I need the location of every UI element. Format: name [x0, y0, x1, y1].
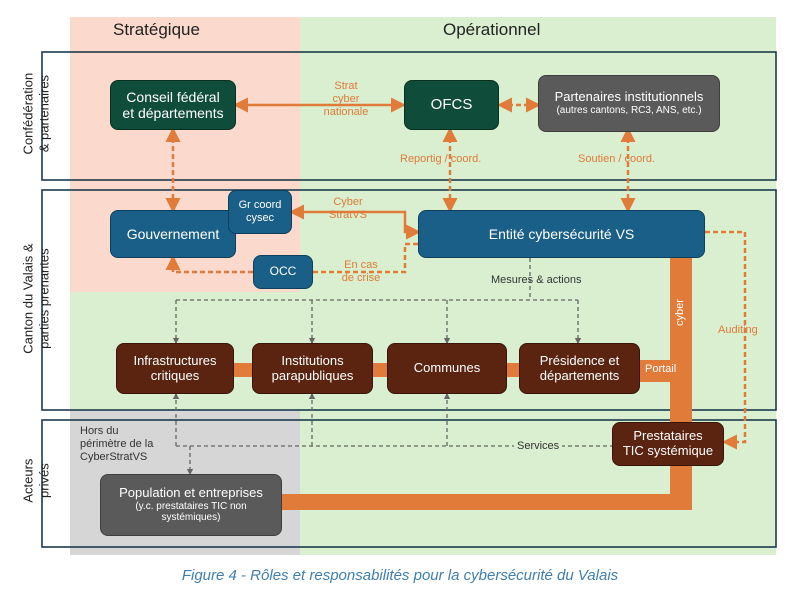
node-subline: systémiques) — [161, 512, 221, 524]
label-line: de crise — [341, 272, 381, 285]
link-bar-institutions-communes — [373, 363, 387, 377]
label-cyber: cyber — [674, 299, 686, 326]
figure-caption: Figure 4 - Rôles et responsabilités pour… — [181, 567, 619, 584]
label-line: périmètre de la — [80, 438, 154, 451]
arrow-en-cas-de-crise — [287, 242, 418, 280]
label-en-cas-de-crise: En cas de crise — [338, 259, 384, 285]
label-line: nationale — [323, 106, 369, 119]
node-line: et départements — [122, 105, 224, 121]
label-portail: Portail — [645, 363, 677, 375]
node-institutions-parapubliques: Institutions parapubliques — [252, 343, 373, 394]
band-label-canton: Canton du Valais & parties prenantes — [20, 229, 51, 369]
node-line: Institutions — [281, 352, 344, 368]
portal-bar-vertical — [670, 258, 692, 424]
label-soutien: Soutien / coord. — [578, 153, 656, 165]
node-line: TIC systémique — [622, 443, 714, 458]
label-services: Services — [514, 440, 563, 454]
band-canton — [41, 189, 777, 411]
node-line: Infrastructures — [133, 352, 217, 368]
node-subline: (autres cantons, RC3, ANS, etc.) — [556, 105, 702, 117]
label-line: Hors du — [80, 425, 119, 437]
node-line: départements — [539, 367, 620, 383]
label-mesures-actions: Mesures & actions — [491, 274, 582, 286]
node-occ: OCC — [253, 255, 313, 289]
label-strat-cyber: Strat cyber nationale — [316, 80, 376, 120]
node-prestataires-tic: Prestataires TIC systémique — [612, 422, 724, 466]
link-bar-presidence-portal — [640, 360, 672, 382]
label-line: cyber — [332, 93, 360, 106]
label-auditing: Auditing — [718, 324, 758, 336]
node-line: Présidence et — [539, 352, 620, 368]
column-strategic: Stratégique — [113, 20, 200, 39]
node-line: Partenaires institutionnels — [554, 89, 704, 105]
node-communes: Communes — [387, 343, 507, 394]
label-reporting: Reportig / coord. — [400, 153, 482, 165]
node-ofcs: OFCS — [404, 80, 499, 130]
node-infrastructures-critiques: Infrastructures critiques — [116, 343, 234, 394]
label-cyberstrat: Cyber StratVS — [320, 196, 376, 222]
node-line: cysec — [245, 212, 275, 224]
population-bar-horizontal — [282, 494, 692, 510]
label-hors-perimetre: Hors du périmètre de la CyberStratVS — [80, 425, 153, 465]
arrow-occ-gouvernement — [165, 255, 253, 274]
band-label-line: Confédération — [20, 72, 36, 155]
node-gr-coord-cysec: Gr coord cysec — [228, 190, 292, 234]
label-line: En cas — [344, 259, 378, 271]
node-line: Prestataires — [633, 428, 703, 444]
node-line: Conseil fédéral — [126, 88, 220, 105]
band-private — [41, 419, 777, 548]
node-subline: (y.c. prestataires TIC non — [135, 500, 247, 512]
node-conseil-federal: Conseil fédéral et départements — [110, 80, 236, 130]
node-gouvernement: Gouvernement — [110, 210, 236, 258]
band-label-confederation: Confédération & partenaires — [20, 44, 51, 184]
node-line: Population et entreprises — [119, 485, 263, 501]
band-label-line: & partenaires — [36, 74, 51, 153]
label-line: Cyber — [333, 196, 363, 208]
label-line: StratVS — [329, 209, 367, 222]
node-presidence-departements: Présidence et départements — [519, 343, 640, 394]
band-confederation — [41, 51, 777, 181]
label-line: CyberStratVS — [80, 451, 148, 464]
node-line: Gr coord — [238, 199, 282, 212]
node-partenaires: Partenaires institutionnels (autres cant… — [538, 75, 720, 132]
arrow-cyberstrat — [289, 204, 421, 240]
node-line: critiques — [150, 367, 200, 383]
arrow-auditing — [705, 230, 747, 450]
link-bar-infra-institutions — [234, 363, 252, 377]
label-line: Strat — [334, 80, 358, 92]
link-bar-communes-presidence — [507, 363, 519, 377]
band-label-line: Canton du Valais & — [20, 243, 36, 354]
node-line: parapubliques — [271, 367, 354, 383]
column-operational: Opérationnel — [443, 20, 541, 39]
node-population-entreprises: Population et entreprises (y.c. prestata… — [100, 474, 282, 536]
node-entite-cybersecurite: Entité cybersécurité VS — [418, 210, 705, 258]
band-label-line: Acteurs — [20, 458, 36, 503]
band-label-line: privés — [36, 463, 51, 498]
band-label-line: parties prenantes — [36, 248, 51, 349]
band-label-private: Acteurs privés — [20, 411, 51, 551]
